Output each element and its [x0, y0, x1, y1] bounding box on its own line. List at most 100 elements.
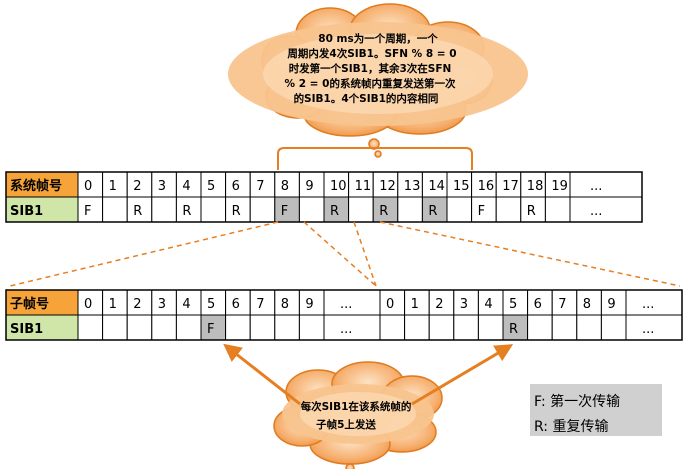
- sfn-number: 14: [428, 179, 445, 194]
- arrow-to-repeat-r: [411, 344, 514, 406]
- sub-sib1-cell: [225, 314, 251, 341]
- sub-sib1-cell: [502, 314, 529, 341]
- subframe-number: ...: [642, 297, 654, 312]
- sub-sib1-marker: ...: [642, 322, 654, 337]
- sib1-marker: F: [84, 204, 91, 219]
- sub-sib1-cell: [274, 314, 300, 341]
- sib1-marker: R: [527, 204, 536, 219]
- expansion-line-mid: [303, 221, 377, 287]
- sfn-number: 11: [355, 179, 372, 194]
- sib1-cell: [175, 196, 202, 223]
- sib1-cell: [225, 196, 251, 223]
- sfn-number: 1: [109, 179, 117, 194]
- sib1-cell: [200, 196, 227, 223]
- sub-sib1-marker: F: [207, 322, 214, 337]
- sub-sib1-header-label: SIB1: [10, 322, 43, 337]
- sfn-cell: [77, 171, 104, 198]
- subframe-number: 5: [207, 297, 215, 312]
- sub-sib1-cell: [379, 314, 406, 341]
- sfn-number: 4: [182, 179, 190, 194]
- subframe-number: 9: [607, 297, 615, 312]
- sfn-number: 18: [527, 179, 544, 194]
- sfn-cell: [569, 171, 643, 198]
- sfn-number: 16: [478, 179, 495, 194]
- subframe-cell: [175, 289, 202, 316]
- subframe-number: 3: [460, 297, 468, 312]
- sfn-number: 19: [551, 179, 568, 194]
- expansion-line-left: [9, 221, 279, 287]
- subframe-number: 6: [232, 297, 240, 312]
- sub-sib1-cell: [600, 314, 627, 341]
- arrow-to-first-f: [223, 343, 301, 406]
- sub-sib1-cell: [126, 314, 153, 341]
- legend: F: 第一次传输 R: 重复传输: [530, 384, 662, 436]
- sub-sib1-cell: [77, 314, 104, 341]
- subframe-cell: [477, 289, 504, 316]
- subframe-number: 1: [411, 297, 419, 312]
- top-cloud: 80 ms为一个周期，一个 周期内发4次SIB1。SFN % 8 = 0 时发第…: [228, 3, 528, 158]
- sib1-cell: [544, 196, 571, 223]
- sfn-cell: [225, 171, 251, 198]
- sib1-marker: F: [478, 204, 485, 219]
- sub-sib1-cell: [551, 314, 578, 341]
- sib1-marker: ...: [590, 204, 602, 219]
- subframe-number: 0: [386, 297, 394, 312]
- sfn-number: 10: [330, 179, 347, 194]
- subframe-number: 4: [484, 297, 492, 312]
- sub-sib1-cell: [151, 314, 177, 341]
- sfn-number: 17: [502, 179, 519, 194]
- subframe-number: 7: [558, 297, 566, 312]
- subframe-cell: [428, 289, 455, 316]
- subframe-cell: [502, 289, 529, 316]
- subframe-number: 2: [435, 297, 443, 312]
- sfn-table-border: [5, 171, 643, 223]
- sfn-number: 7: [256, 179, 264, 194]
- subframe-cell: [323, 289, 381, 316]
- subframe-number: 4: [182, 297, 190, 312]
- sub-sib1-cell: [527, 314, 553, 341]
- legend-first: F: 第一次传输: [534, 393, 620, 410]
- sfn-cell: [102, 171, 128, 198]
- subframe-cell: [576, 289, 602, 316]
- subframe-header-label: 子帧号: [10, 296, 49, 312]
- sfn-number: 2: [133, 179, 141, 194]
- sub-sib1-marker: R: [509, 322, 518, 337]
- cloud-line-3: 时发第一个SIB1，其余3次在SFN: [289, 62, 452, 75]
- sib1-marker: F: [281, 204, 288, 219]
- sib1-cell: [446, 196, 473, 223]
- subframe-number: 7: [256, 297, 264, 312]
- sfn-number: 15: [453, 179, 470, 194]
- legend-repeat: R: 重复传输: [534, 418, 608, 435]
- sfn-number: 5: [207, 179, 215, 194]
- bottom-cloud-line-1: 每次SIB1在该系统帧的: [301, 400, 412, 413]
- sfn-cell: [495, 171, 522, 198]
- cloud-line-1: 80 ms为一个周期，一个: [318, 32, 438, 45]
- expansion-line-mid2: [353, 221, 377, 287]
- sib1-cell: [372, 196, 399, 223]
- sib1-cell: [102, 196, 128, 223]
- sub-sib1-marker: ...: [340, 322, 352, 337]
- subframe-number: 8: [281, 297, 289, 312]
- sfn-number: 13: [404, 179, 421, 194]
- sib1-marker: R: [232, 204, 241, 219]
- sib1-cell: [397, 196, 423, 223]
- cloud-line-2: 周期内发4次SIB1。SFN % 8 = 0: [287, 47, 456, 60]
- sfn-cell: [348, 171, 374, 198]
- sib1-marker: R: [133, 204, 142, 219]
- cloud-line-5: 的SIB1。4个SIB1的内容相同: [294, 92, 439, 105]
- sib1-cell: [495, 196, 522, 223]
- bottom-cloud: 每次SIB1在该系统帧的 子帧5上发送: [273, 361, 443, 469]
- subframe-table-border: [5, 289, 683, 341]
- subframe-cell: [126, 289, 153, 316]
- sub-sib1-cell: [298, 314, 325, 341]
- sfn-number: 9: [305, 179, 313, 194]
- sub-sib1-header-cell: [5, 314, 79, 341]
- sub-sib1-cell: [477, 314, 504, 341]
- sfn-number: 0: [84, 179, 92, 194]
- sib1-marker: R: [330, 204, 339, 219]
- sub-sib1-cell: [200, 314, 227, 341]
- sub-sib1-cell: [404, 314, 430, 341]
- cloud-line-4: % 2 = 0的系统帧内重复发送第一次: [285, 77, 456, 90]
